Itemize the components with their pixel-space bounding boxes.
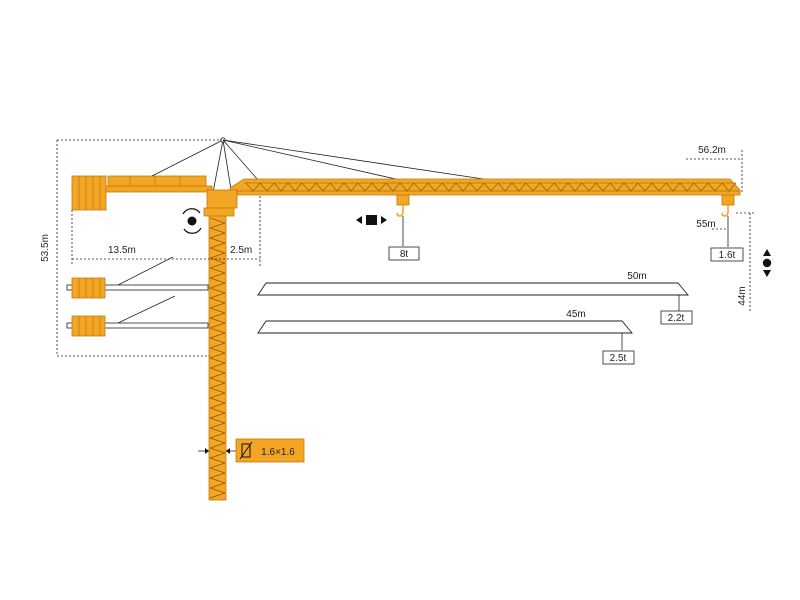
slewing-icon	[182, 208, 202, 234]
tip-load-50m-label: 2.2t	[668, 313, 685, 324]
jib-option-45m-label: 45m	[566, 309, 585, 320]
counter-jib-option-1	[66, 256, 209, 299]
tip-radius-dimension: 55m	[696, 219, 728, 230]
tower-offset-label: 2.5m	[230, 245, 252, 256]
counter-jib	[71, 139, 224, 211]
trolley-tip: 1.6t	[710, 194, 744, 262]
counter-jib-option-2	[66, 295, 209, 337]
jib-option-50m: 50m 2.2t	[257, 271, 693, 325]
hook-height-label: 44m	[737, 286, 748, 305]
counterweight	[71, 175, 107, 211]
trolley-main: 8t	[388, 194, 420, 261]
hoist-travel-icon	[762, 249, 772, 277]
max-radius-dimension: 56.2m	[686, 145, 743, 192]
jib-option-45m: 45m 2.5t	[257, 309, 635, 365]
height-label: 53.5m	[40, 234, 51, 262]
mast-section-callout: 1.6×1.6	[198, 438, 305, 463]
height-dimension: 53.5m	[40, 139, 222, 357]
max-load-box	[388, 246, 420, 261]
tower-offset-dimension: 2.5m	[211, 196, 261, 266]
tower-mast	[208, 215, 227, 501]
trolley-travel-icon	[356, 215, 387, 225]
hook-height-dimension: 44m	[736, 212, 754, 312]
tip-load-45m-box	[602, 350, 635, 365]
mast-section-box	[235, 438, 305, 463]
tip-load-45m-label: 2.5t	[610, 353, 627, 364]
counter-jib-dimension: 13.5m	[71, 210, 210, 266]
counter-jib-length-label: 13.5m	[108, 245, 136, 256]
jib	[229, 178, 741, 196]
tip-load-box	[710, 247, 744, 262]
counter-jib-platform	[107, 175, 207, 187]
tip-load-50m-box	[660, 310, 693, 325]
jib-tie-1	[222, 139, 401, 181]
mast-section-label: 1.6×1.6	[261, 447, 295, 458]
tip-load-label: 1.6t	[719, 250, 736, 261]
counter-jib-tie	[151, 139, 224, 177]
slewing-unit	[203, 189, 238, 217]
max-radius-label: 56.2m	[698, 145, 726, 156]
tip-radius-label: 55m	[696, 219, 715, 230]
mast-section-icon	[239, 441, 253, 460]
jib-option-50m-label: 50m	[627, 271, 646, 282]
max-load-label: 8t	[400, 249, 409, 260]
jib-tie-2	[222, 139, 491, 181]
cat-head	[209, 137, 491, 209]
